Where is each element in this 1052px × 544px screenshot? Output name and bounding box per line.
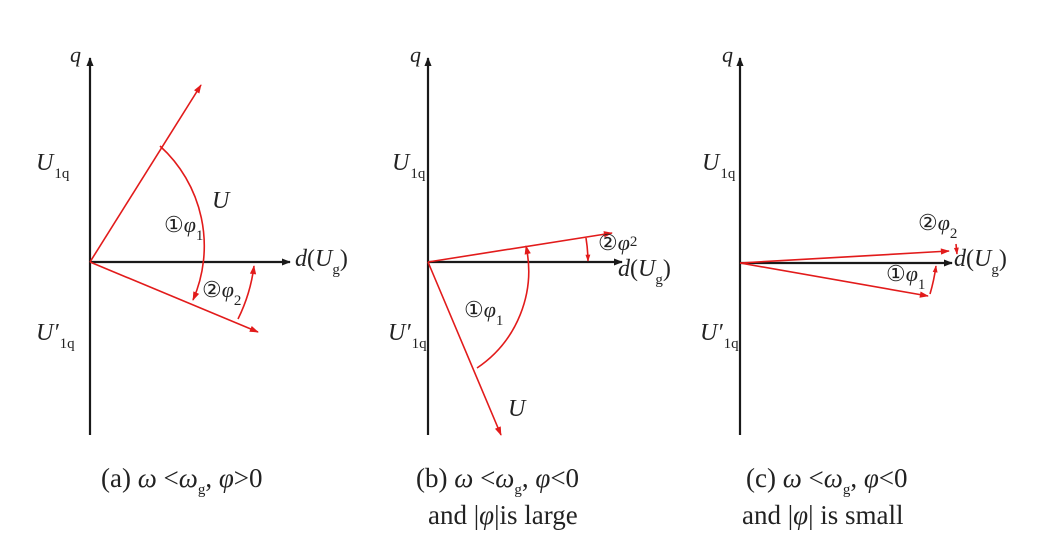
phi1-label: ①φ1 (164, 212, 203, 244)
q-axis-label: q (410, 42, 421, 67)
phi1-label: ①φ1 (886, 261, 925, 293)
u1q-label: U1q (36, 150, 70, 182)
d-axis-label: d(Ug) (618, 256, 671, 288)
caption-a: (a) ω <ωg, φ>0 (101, 463, 263, 498)
d-axis-label: d(Ug) (295, 246, 348, 278)
u1q-label: U1q (392, 150, 426, 182)
vector-u-lower (427, 261, 502, 436)
vector-u-lower (739, 262, 929, 298)
u1q-label: U1q (702, 150, 736, 182)
vector-u-lower (89, 261, 259, 333)
u1q-prime-label: U′1q (700, 320, 739, 352)
u1q-prime-label: U′1q (388, 320, 427, 352)
vector-u-label: U (212, 188, 231, 214)
u1q-prime-label: U′1q (36, 320, 75, 352)
vector-u-upper (427, 231, 613, 263)
phi1-label: ①φ1 (464, 297, 503, 329)
arc-phi2 (953, 243, 959, 255)
panel-c: q d(Ug) U1q U′1q ①φ1 ②φ2 (c) ω <ωg, φ<0 … (700, 42, 1007, 530)
arc-phi1 (476, 245, 531, 369)
arc-phi2 (585, 237, 591, 262)
vector-u-label: U (508, 396, 527, 422)
phi2-label: ②φ2 (918, 210, 957, 242)
panel-b: q d(Ug) U1q U′1q U ①φ1 ②φ2 (b) ω <ωg, φ<… (388, 42, 671, 530)
vector-u-upper (739, 248, 950, 264)
caption-b-line2: and |φ|is large (428, 500, 578, 530)
caption-c: (c) ω <ωg, φ<0 (746, 463, 908, 498)
arc-phi2 (237, 265, 257, 320)
phi2-label: ②φ2 (202, 277, 241, 309)
panel-a: q d(Ug) U1q U′1q U ①φ1 ②φ2 (a) ω <ωg, φ>… (36, 42, 348, 498)
caption-b: (b) ω <ωg, φ<0 (416, 463, 579, 498)
arc-phi1 (929, 265, 938, 295)
d-axis-label: d(Ug) (954, 246, 1007, 278)
phi2-label: ②φ2 (598, 230, 637, 255)
q-axis-label: q (722, 42, 733, 67)
vector-u-upper (89, 84, 202, 263)
q-axis-label: q (70, 42, 81, 67)
arc-phi1 (159, 145, 206, 301)
caption-c-line2: and |φ| is small (742, 500, 904, 530)
